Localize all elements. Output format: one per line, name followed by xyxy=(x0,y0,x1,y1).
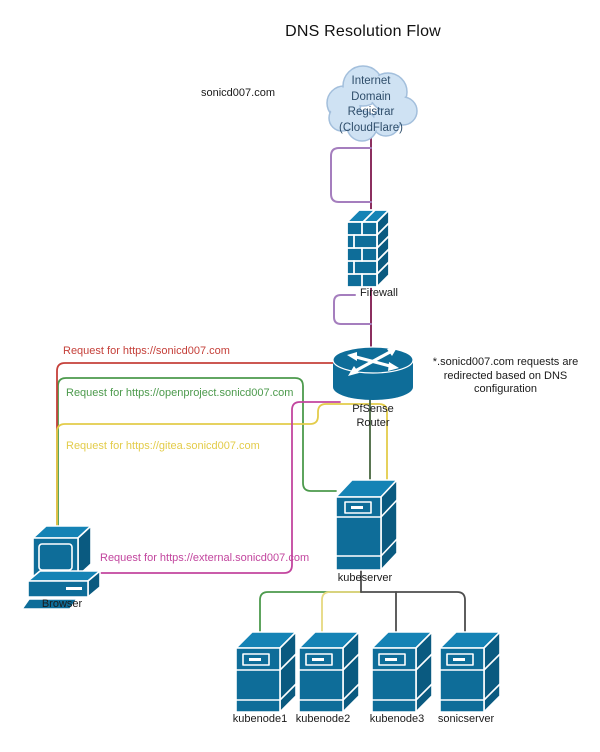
kubenode3-icon xyxy=(371,631,433,713)
kubenode1-icon xyxy=(235,631,297,713)
edge-kubeserver-sonicserver xyxy=(360,591,466,641)
edge-request-sonicd007 xyxy=(56,362,335,532)
dns-note: *.sonicd007.com requests are redirected … xyxy=(432,356,579,395)
firewall-label: Firewall xyxy=(360,287,398,299)
sonicserver-icon xyxy=(439,631,501,713)
edge-request-gitea xyxy=(56,403,388,532)
request-label-gitea: Request for https://gitea.sonicd007.com xyxy=(66,440,260,452)
browser-icon xyxy=(21,525,101,610)
edge-request-openproject xyxy=(57,377,337,532)
kubeserver-label: kubeserver xyxy=(337,572,393,584)
diagram-title: DNS Resolution Flow xyxy=(285,23,441,40)
kubenode2-icon xyxy=(298,631,360,713)
kubeserver-icon xyxy=(335,479,398,571)
kubenode2-label: kubenode2 xyxy=(295,713,351,725)
edge-kubeserver-kubenode2 xyxy=(321,591,362,641)
edge-loop-cloud-firewall xyxy=(330,147,372,203)
sonicserver-label: sonicserver xyxy=(437,713,495,725)
kubenode3-label: kubenode3 xyxy=(369,713,425,725)
edge-loop-firewall-router xyxy=(333,294,372,325)
cloud-icon xyxy=(326,65,418,142)
edge-kubeserver-kubenode1 xyxy=(259,591,362,641)
router-icon xyxy=(332,346,414,400)
firewall-icon xyxy=(346,209,390,288)
edge-request-external xyxy=(95,401,341,574)
browser-label: Browser xyxy=(41,598,83,610)
request-label-openproject: Request for https://openproject.sonicd00… xyxy=(66,387,294,399)
domain-label: sonicd007.com xyxy=(201,87,275,99)
cloud-label: Internet Domain Registrar (CloudFlare) xyxy=(339,75,403,134)
request-label-sonicd007: Request for https://sonicd007.com xyxy=(63,345,230,357)
request-label-external: Request for https://external.sonicd007.c… xyxy=(100,552,310,564)
kubenode1-label: kubenode1 xyxy=(232,713,288,725)
router-label: PfSense Router xyxy=(352,403,394,429)
